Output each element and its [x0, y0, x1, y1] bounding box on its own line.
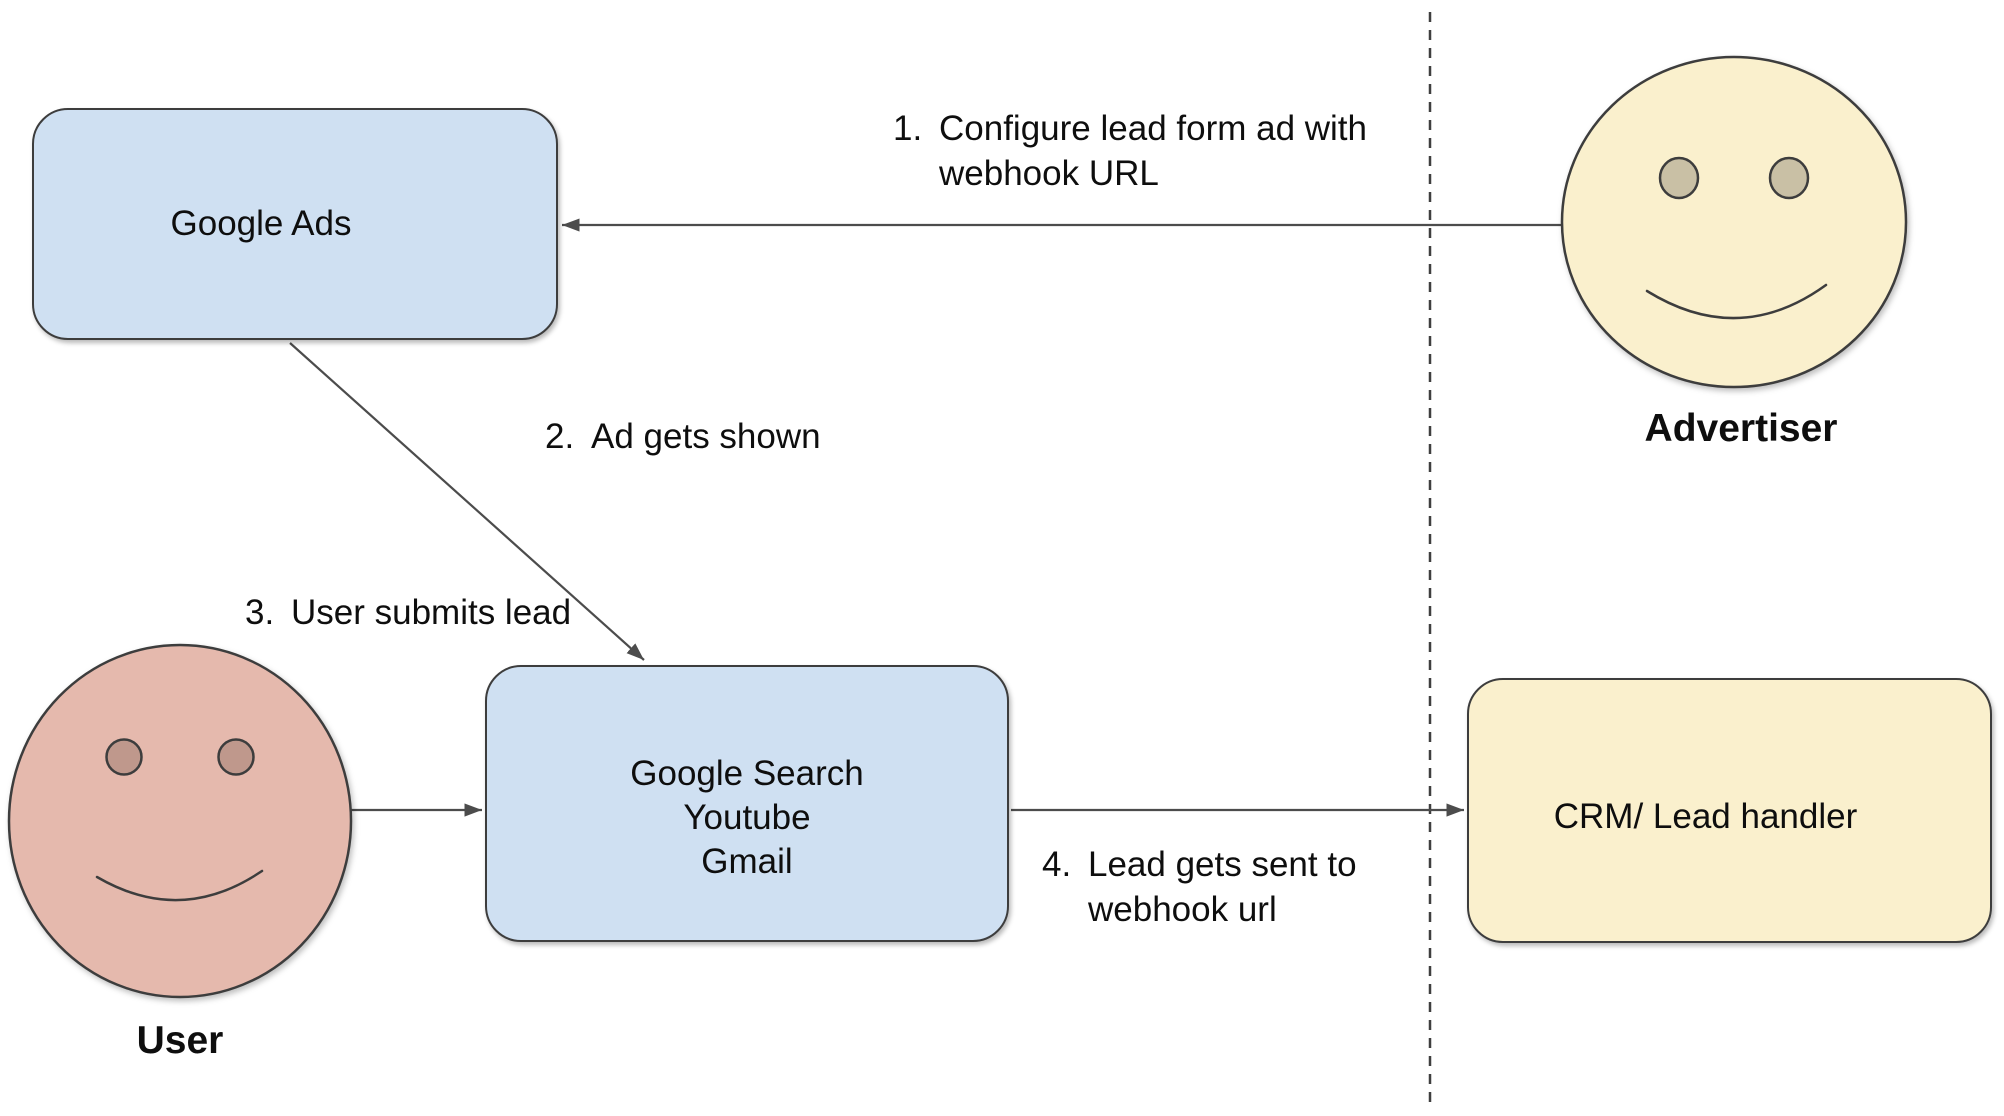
user-smile — [95, 869, 264, 902]
step-2-number: 2. — [545, 417, 575, 456]
step-2-text-line1: Ad gets shown — [591, 417, 821, 456]
node-google-surfaces-label: Google Search Youtube Gmail — [630, 752, 863, 884]
advertiser-right-eye — [1768, 156, 1810, 200]
step-2-label: 2. Ad gets shown — [545, 414, 821, 459]
step-4-text-line2: webhook url — [1088, 890, 1277, 929]
step-3-label: 3. User submits lead — [245, 590, 571, 635]
user-face-head[interactable] — [7, 643, 353, 999]
advertiser-face-head[interactable] — [1560, 55, 1908, 389]
surface-google-search: Google Search — [630, 753, 864, 793]
step-1-indent — [893, 151, 939, 196]
advertiser-left-eye — [1658, 156, 1700, 200]
advertiser-face[interactable] — [1560, 55, 1908, 389]
node-google-ads-label: Google Ads — [170, 204, 352, 243]
node-crm-label: CRM/ Lead handler — [1553, 796, 1858, 836]
step-4-text-line1: Lead gets sent to — [1088, 845, 1357, 884]
step-3-text-line1: User submits lead — [291, 593, 572, 632]
step-1-text-line1: Configure lead form ad with — [939, 109, 1367, 148]
step-1-number: 1. — [893, 109, 923, 148]
step-1-text-line2: webhook URL — [939, 154, 1159, 193]
node-crm-lead-handler[interactable]: CRM/ Lead handler — [1467, 678, 1992, 943]
step-4-number: 4. — [1042, 845, 1072, 884]
step-4-label: 4. Lead gets sent to webhook url — [1042, 842, 1357, 932]
node-google-ads[interactable]: Google Ads — [32, 108, 558, 340]
step-3-number: 3. — [245, 593, 275, 632]
surface-youtube: Youtube — [683, 797, 811, 837]
advertiser-smile — [1645, 283, 1828, 320]
node-google-surfaces[interactable]: Google Search Youtube Gmail — [485, 665, 1009, 942]
step-1-label: 1. Configure lead form ad with webhook U… — [893, 106, 1367, 196]
user-left-eye — [105, 738, 143, 776]
user-label: User — [136, 1019, 224, 1062]
user-right-eye — [217, 738, 255, 776]
surface-gmail: Gmail — [701, 841, 793, 881]
arrow-ad-gets-shown — [289, 342, 645, 661]
user-face[interactable] — [7, 643, 353, 999]
advertiser-label: Advertiser — [1644, 407, 1838, 450]
step-4-indent — [1042, 887, 1088, 932]
